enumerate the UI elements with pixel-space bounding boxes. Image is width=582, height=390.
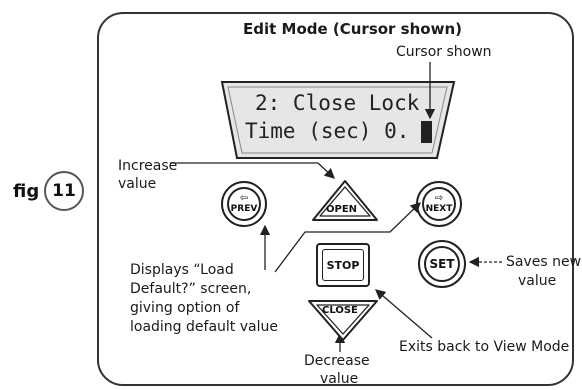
- open-button[interactable]: [310, 178, 380, 224]
- next-button-label: NEXT: [425, 203, 453, 214]
- panel-title: Edit Mode (Cursor shown): [243, 20, 462, 38]
- set-button-label: SET: [429, 257, 455, 271]
- prev-button-label: PREV: [230, 203, 258, 214]
- lcd-line-1: 2: Close Lock: [255, 91, 420, 115]
- lcd-cursor-block: [421, 121, 432, 143]
- figure-number-badge: 11: [44, 171, 84, 211]
- close-button-label: CLOSE: [322, 305, 358, 316]
- increase-value-line-2: value: [118, 176, 157, 192]
- next-button-inner: ⇨ NEXT: [422, 187, 456, 221]
- increase-value-line-1: Increase: [118, 158, 178, 174]
- set-button-inner: SET: [424, 246, 460, 282]
- set-button[interactable]: [418, 240, 466, 288]
- decrease-value-line-2: value: [320, 371, 359, 387]
- next-button[interactable]: [416, 181, 462, 227]
- stop-button[interactable]: [316, 243, 370, 287]
- load-default-line-4: loading default value: [130, 319, 278, 335]
- saves-new-value-line-2: value: [518, 273, 557, 289]
- load-default-line-3: giving option of: [130, 300, 240, 316]
- exits-view-mode-label: Exits back to View Mode: [399, 339, 570, 355]
- figure-number: 11: [52, 181, 76, 201]
- prev-button-inner: ⇦ PREV: [227, 187, 261, 221]
- load-default-line-2: Default?” screen,: [130, 281, 252, 297]
- cursor-shown-label: Cursor shown: [396, 44, 492, 60]
- stop-button-inner: STOP: [322, 249, 364, 281]
- control-panel-frame: [97, 12, 574, 386]
- saves-new-value-line-1: Saves new: [506, 254, 582, 270]
- right-arrow-icon: ⇨: [434, 192, 444, 204]
- lcd-line-2: Time (sec) 0.: [245, 119, 410, 143]
- left-arrow-icon: ⇦: [239, 192, 249, 204]
- decrease-value-line-1: Decrease: [304, 353, 370, 369]
- open-button-label: OPEN: [326, 204, 358, 215]
- load-default-line-1: Displays “Load: [130, 262, 234, 278]
- prev-button[interactable]: [221, 181, 267, 227]
- stop-button-label: STOP: [326, 258, 360, 272]
- figure-prefix: fig: [13, 181, 40, 202]
- close-button[interactable]: [306, 297, 380, 343]
